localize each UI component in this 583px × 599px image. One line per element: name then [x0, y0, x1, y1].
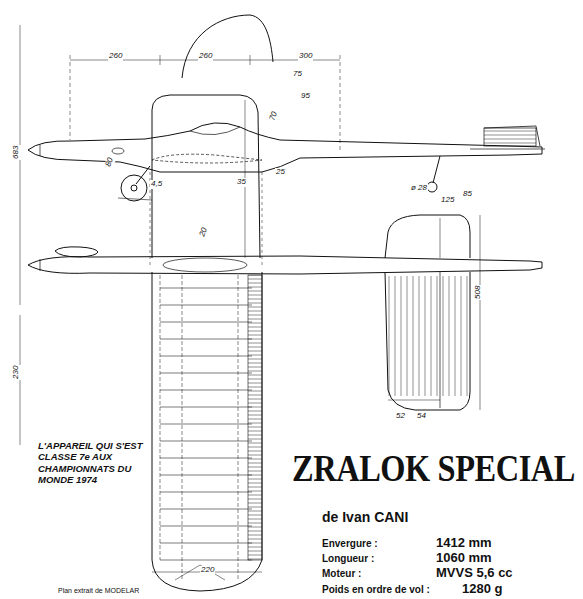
note-text: L'APPAREIL QUI S'EST CLASSE 7e AUX CHAMP…: [38, 440, 166, 486]
dimension: 70: [268, 110, 280, 123]
top-view: [28, 95, 542, 591]
dimension: 25: [275, 168, 286, 177]
dimension: 508: [474, 285, 483, 300]
dimension: 260: [108, 52, 123, 61]
dimension: 54: [416, 412, 427, 421]
dimension: 125: [440, 196, 455, 205]
spec-label: Moteur :: [322, 568, 361, 579]
dimension: 52: [395, 412, 406, 421]
dimension: 683: [12, 145, 21, 160]
dimension: 35: [236, 178, 247, 187]
spec-label: Envergure :: [322, 538, 378, 549]
dimension: 85: [462, 190, 473, 199]
spec-label: Longueur :: [322, 553, 374, 564]
dimension: 220: [200, 566, 215, 575]
dimension: ø 28: [410, 184, 428, 193]
source-note: Plan extrait de MODELAR: [58, 587, 139, 595]
dimension: 260: [198, 52, 213, 61]
dimension: 4,5: [150, 180, 163, 189]
author: de Ivan CANI: [322, 510, 408, 525]
dimension: 300: [298, 52, 313, 61]
dimension: 80: [104, 156, 116, 169]
dimension: 95: [300, 92, 311, 101]
dimension: 75: [292, 70, 303, 79]
dimension: 230: [12, 365, 21, 380]
spec-label: Poids en ordre de vol :: [322, 584, 430, 595]
dimension: 20: [198, 226, 210, 239]
plan-title: ZRALOK SPECIAL: [292, 448, 575, 490]
spec-value: 1412 mm: [436, 536, 492, 550]
spec-value: 1280 g: [462, 582, 502, 596]
spec-value: MVVS 5,6 cc: [436, 566, 513, 580]
spec-value: 1060 mm: [436, 551, 492, 565]
